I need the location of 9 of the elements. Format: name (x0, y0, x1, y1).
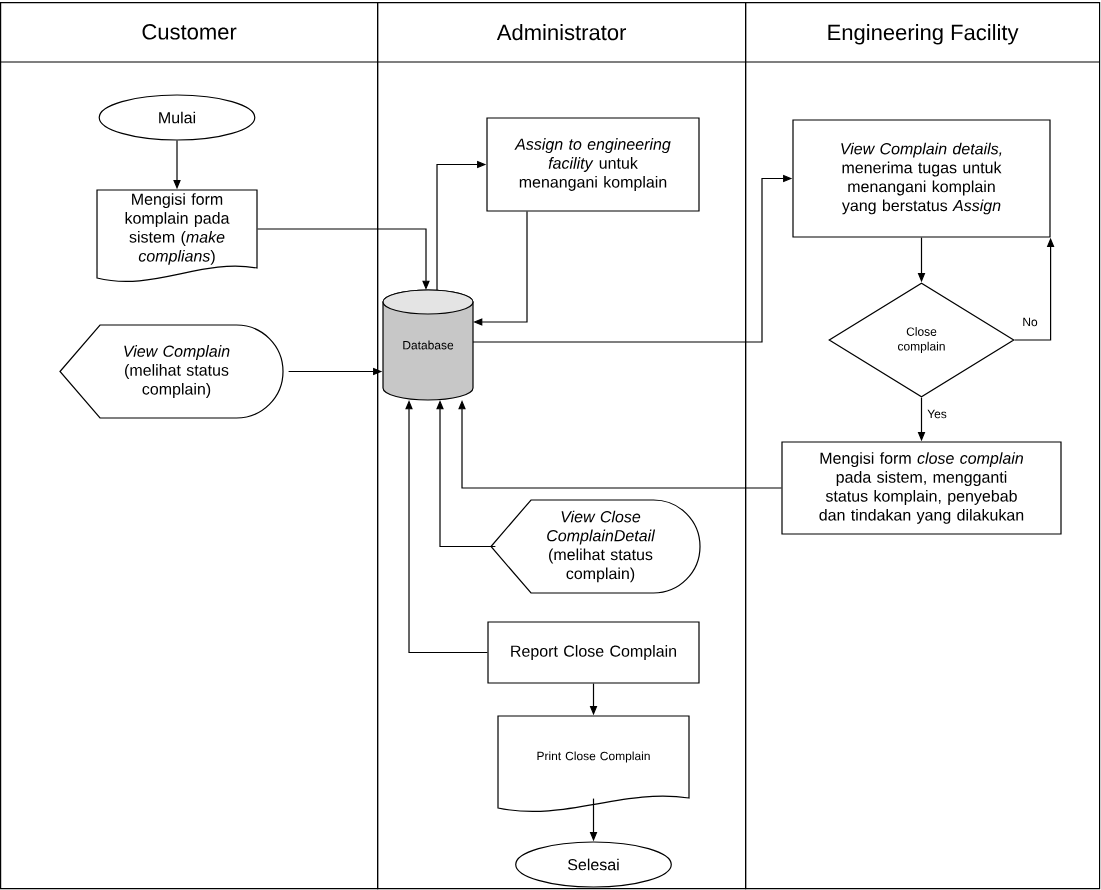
process-box: Report Close Complain (487, 621, 700, 684)
edge-label: No (1021, 316, 1039, 328)
edge-label: Yes (925, 408, 949, 420)
process-box: Mengisi form close complain pada sistem, mengganti status komplain, penyebab dan tindakan yang dilakukan (781, 441, 1062, 535)
database-cylinder: Database (382, 289, 474, 401)
start-terminator: Mulai (98, 94, 256, 141)
end-terminator: Selesai (515, 841, 672, 888)
process-box: View Complain details, menerima tugas untuk menangani komplain yang berstatus Assign (792, 119, 1051, 238)
process-box: Assign to engineering facility untuk menangani komplain (486, 117, 700, 212)
